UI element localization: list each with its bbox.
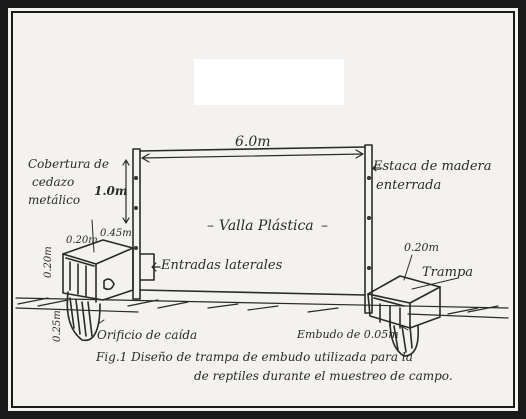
fence-label-dash-right: –	[321, 218, 328, 234]
leader-lines	[91, 164, 459, 331]
trap-height-label: 0.20m	[43, 246, 54, 278]
bucket-height-label: 0.25m	[52, 310, 63, 342]
left-stake	[132, 148, 141, 300]
funnel-label: Embudo de 0.05m	[297, 328, 399, 341]
stake-label-2: enterrada	[376, 178, 442, 193]
caption-line-2: de reptiles durante el muestreo de campo…	[194, 369, 453, 383]
height-dimension	[122, 159, 130, 224]
trap-label: Trampa	[422, 265, 474, 280]
stake-label-1: Estaca de madera	[373, 159, 492, 174]
length-dimension	[141, 149, 364, 163]
trap-depth-label: 0.20m	[66, 235, 98, 246]
cover-label-2: cedazo	[32, 175, 75, 189]
cover-label-3: metálico	[28, 193, 81, 207]
right-stake	[364, 144, 373, 314]
trap-sketch	[15, 144, 509, 357]
cover-label-1: Cobertura de	[28, 157, 109, 171]
drain-hole-label: Orificio de caída	[97, 328, 198, 342]
right-trap	[367, 275, 441, 357]
side-entries-label: Entradas laterales	[161, 258, 283, 273]
fence-label: Valla Plástica	[219, 218, 314, 234]
fence-sheet	[139, 146, 366, 296]
redacted-area	[194, 59, 344, 105]
trap-width-label: 0.45m	[100, 228, 132, 239]
fence-length-label: 6.0m	[235, 134, 271, 150]
caption-line-1: Fig.1 Diseño de trampa de embudo utiliza…	[96, 350, 413, 364]
fence-posts	[132, 144, 373, 314]
right-trap-dim-label: 0.20m	[404, 241, 439, 254]
fence-height-label: 1.0m	[94, 184, 128, 198]
fence-label-dash-left: –	[207, 218, 214, 234]
left-trap	[62, 239, 134, 342]
